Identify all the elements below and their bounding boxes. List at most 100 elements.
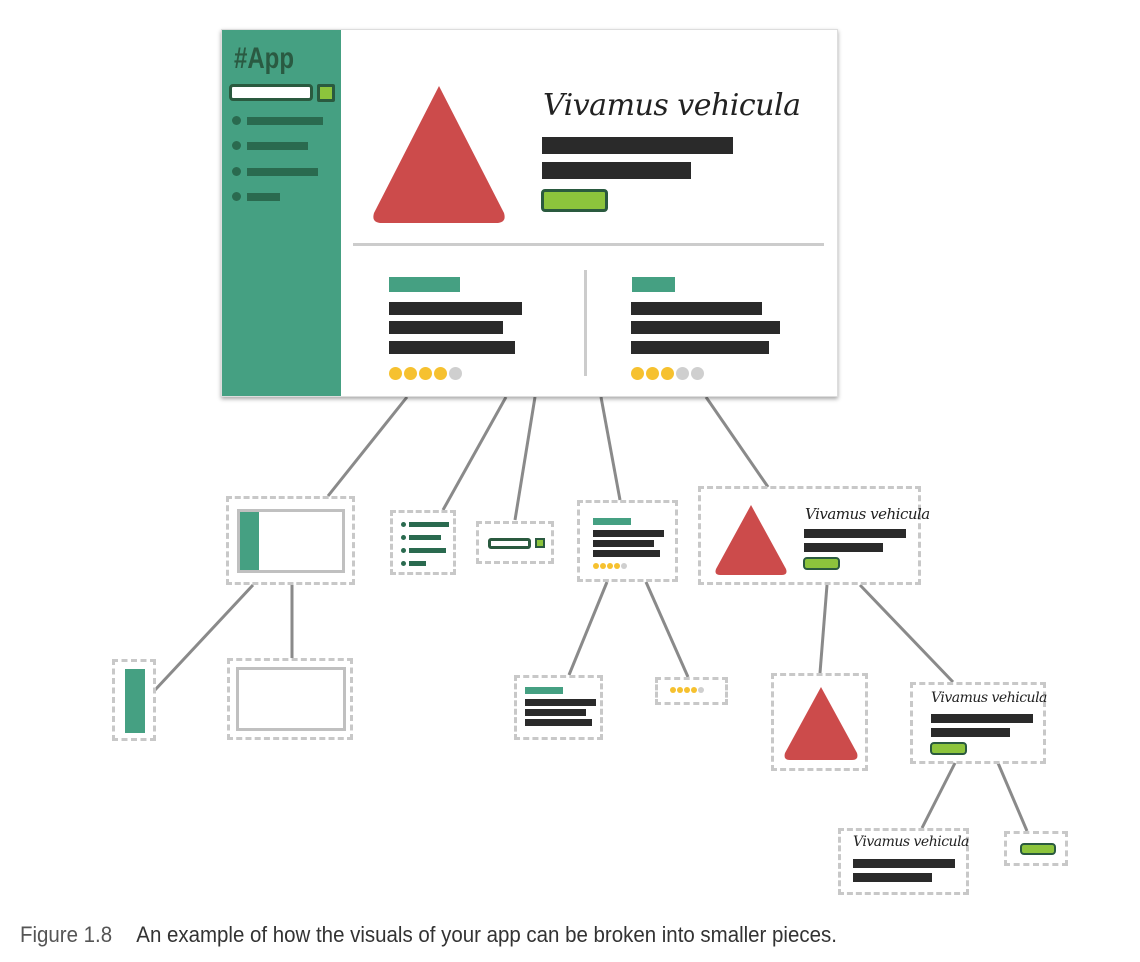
card-tag bbox=[593, 518, 631, 525]
bullet-icon bbox=[232, 141, 241, 150]
text-line bbox=[525, 709, 586, 716]
divider bbox=[353, 243, 824, 246]
rating-dot-empty bbox=[449, 367, 462, 380]
triangle-image bbox=[715, 505, 787, 575]
rating-dot-filled bbox=[593, 563, 599, 569]
triangle-image bbox=[373, 86, 505, 223]
card-tag bbox=[632, 277, 675, 292]
connector-line bbox=[818, 584, 829, 674]
rating-dot-filled bbox=[670, 687, 676, 693]
text-line bbox=[631, 321, 780, 334]
search-input[interactable] bbox=[229, 84, 313, 101]
sidebar-region bbox=[240, 512, 259, 570]
rating-component bbox=[655, 677, 728, 705]
action-button[interactable] bbox=[541, 189, 608, 212]
detail-heading: Vivamus vehicula bbox=[931, 690, 1047, 706]
text-line bbox=[593, 540, 654, 547]
card-tag bbox=[389, 277, 460, 292]
search-button[interactable] bbox=[317, 84, 335, 102]
sidebar-item[interactable] bbox=[247, 142, 308, 150]
connector-line bbox=[704, 396, 770, 488]
text-line bbox=[389, 321, 503, 334]
text-line bbox=[593, 530, 664, 537]
rating-dot-filled bbox=[661, 367, 674, 380]
layout-component bbox=[226, 496, 355, 585]
text-line bbox=[389, 341, 515, 354]
search-input[interactable] bbox=[488, 538, 531, 549]
content-component bbox=[227, 658, 353, 740]
sidebar-component bbox=[112, 659, 156, 741]
search-button[interactable] bbox=[535, 538, 545, 548]
text-line bbox=[853, 873, 932, 882]
rating-dot-filled bbox=[684, 687, 690, 693]
text-line bbox=[389, 302, 522, 315]
text-line bbox=[542, 162, 691, 179]
connector-line bbox=[996, 762, 1029, 832]
rating-dot-filled bbox=[419, 367, 432, 380]
text-line bbox=[631, 302, 762, 315]
rating-dot-filled bbox=[677, 687, 683, 693]
text-line bbox=[525, 719, 592, 726]
bullet-icon bbox=[401, 548, 406, 553]
hero-heading: Vivamus vehicula bbox=[805, 505, 930, 523]
text-line bbox=[853, 859, 955, 868]
title-component: Vivamus vehicula bbox=[838, 828, 969, 895]
sidebar-region bbox=[125, 669, 145, 733]
content-frame bbox=[236, 667, 346, 731]
bullet-icon bbox=[232, 116, 241, 125]
sidebar-item[interactable] bbox=[247, 117, 323, 125]
image-component bbox=[771, 673, 868, 771]
rating-dot-filled bbox=[691, 687, 697, 693]
rating-dot-filled bbox=[631, 367, 644, 380]
list-item bbox=[409, 522, 449, 527]
title-heading: Vivamus vehicula bbox=[853, 834, 969, 850]
connector-line bbox=[858, 583, 955, 684]
rating-dot-filled bbox=[404, 367, 417, 380]
rating-dot-empty bbox=[691, 367, 704, 380]
hero-detail-component: Vivamus vehicula bbox=[910, 682, 1047, 764]
card-component bbox=[577, 500, 678, 582]
rating-dot-filled bbox=[607, 563, 613, 569]
connector-line bbox=[567, 581, 609, 676]
rating-dot-filled bbox=[434, 367, 447, 380]
triangle-image bbox=[784, 687, 858, 760]
rating-dot-empty bbox=[698, 687, 704, 693]
action-button[interactable] bbox=[1020, 843, 1056, 855]
hero-component: Vivamus vehicula bbox=[698, 486, 930, 585]
bullet-icon bbox=[401, 522, 406, 527]
search-component bbox=[476, 521, 554, 564]
connector-line bbox=[920, 762, 957, 829]
text-line bbox=[631, 341, 769, 354]
layout-frame bbox=[237, 509, 345, 573]
card-tag bbox=[525, 687, 563, 694]
sidebar-item[interactable] bbox=[247, 193, 280, 201]
connector-line bbox=[644, 581, 690, 678]
connector-line bbox=[153, 583, 255, 692]
app-title: #App bbox=[234, 42, 294, 75]
bullet-icon bbox=[401, 535, 406, 540]
list-item bbox=[409, 548, 446, 553]
text-line bbox=[804, 543, 883, 552]
text-line bbox=[542, 137, 733, 154]
list-item bbox=[409, 561, 426, 566]
rating-dot-filled bbox=[600, 563, 606, 569]
list-item bbox=[409, 535, 441, 540]
rating-dot-empty bbox=[676, 367, 689, 380]
button-component bbox=[1004, 831, 1068, 866]
connector-line bbox=[599, 396, 622, 501]
bullet-icon bbox=[401, 561, 406, 566]
bullet-icon bbox=[232, 167, 241, 176]
text-line bbox=[525, 699, 596, 706]
menu-list-component bbox=[390, 510, 456, 575]
figure-label: Figure 1.8 bbox=[20, 922, 113, 947]
sidebar-item[interactable] bbox=[247, 168, 318, 176]
app-mockup: #App Vivamus vehicula bbox=[221, 29, 838, 397]
sidebar: #App bbox=[222, 30, 341, 396]
bullet-icon bbox=[232, 192, 241, 201]
rating-dot-filled bbox=[614, 563, 620, 569]
action-button[interactable] bbox=[930, 742, 967, 755]
connector-line bbox=[441, 396, 508, 511]
action-button[interactable] bbox=[803, 557, 840, 570]
